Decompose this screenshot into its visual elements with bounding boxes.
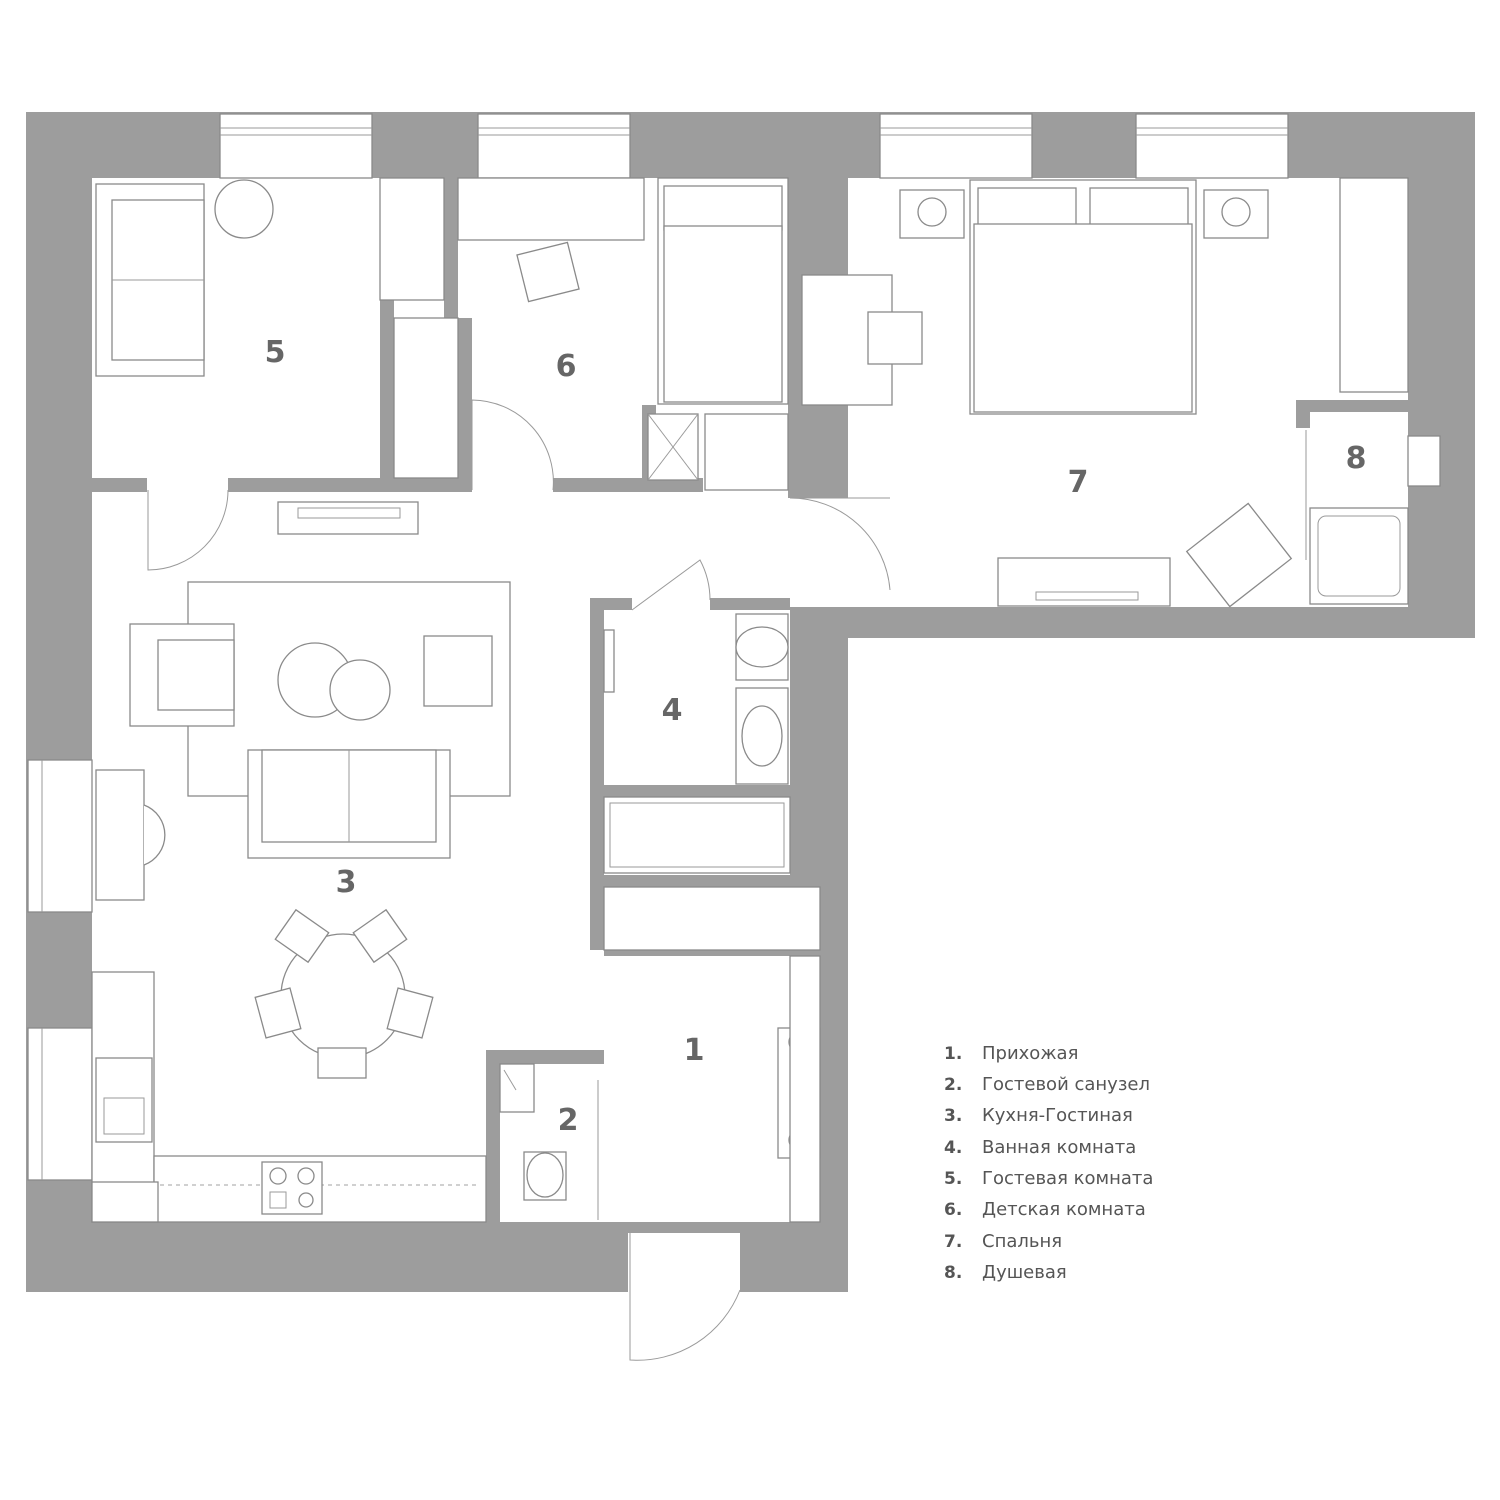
legend-number: 7. [944, 1232, 962, 1252]
legend-room-name: Ванная комната [982, 1137, 1136, 1158]
room-number-6: 6 [556, 349, 577, 384]
legend-room-name: Гостевой санузел [982, 1074, 1150, 1095]
legend-room-name: Прихожая [982, 1043, 1078, 1064]
doors [147, 399, 1307, 1361]
legend-room-name: Душевая [982, 1262, 1067, 1283]
room-number-2: 2 [558, 1103, 579, 1138]
legend-number: 6. [944, 1200, 962, 1220]
furniture [91, 177, 1441, 1223]
room-number-1: 1 [684, 1033, 705, 1068]
windows [27, 113, 1289, 1181]
legend-number: 4. [944, 1138, 962, 1158]
room-number-4: 4 [662, 693, 683, 728]
legend-number: 5. [944, 1169, 962, 1189]
room-number-7: 7 [1068, 465, 1089, 500]
legend-number: 2. [944, 1075, 962, 1095]
room-number-5: 5 [265, 335, 286, 370]
legend-number: 8. [944, 1263, 962, 1283]
legend-number: 3. [944, 1106, 962, 1126]
room-numbers: 1 2 3 4 5 6 7 8 [265, 335, 1367, 1138]
legend-room-name: Спальня [982, 1231, 1062, 1252]
legend-room-name: Гостевая комната [982, 1168, 1153, 1189]
legend: 1. Прихожая 2. Гостевой санузел 3. Кухня… [944, 1043, 1153, 1283]
room-number-3: 3 [336, 865, 357, 900]
legend-number: 1. [944, 1044, 962, 1064]
legend-room-name: Детская комната [982, 1199, 1146, 1220]
room-number-8: 8 [1346, 441, 1367, 476]
legend-room-name: Кухня-Гостиная [982, 1105, 1133, 1126]
